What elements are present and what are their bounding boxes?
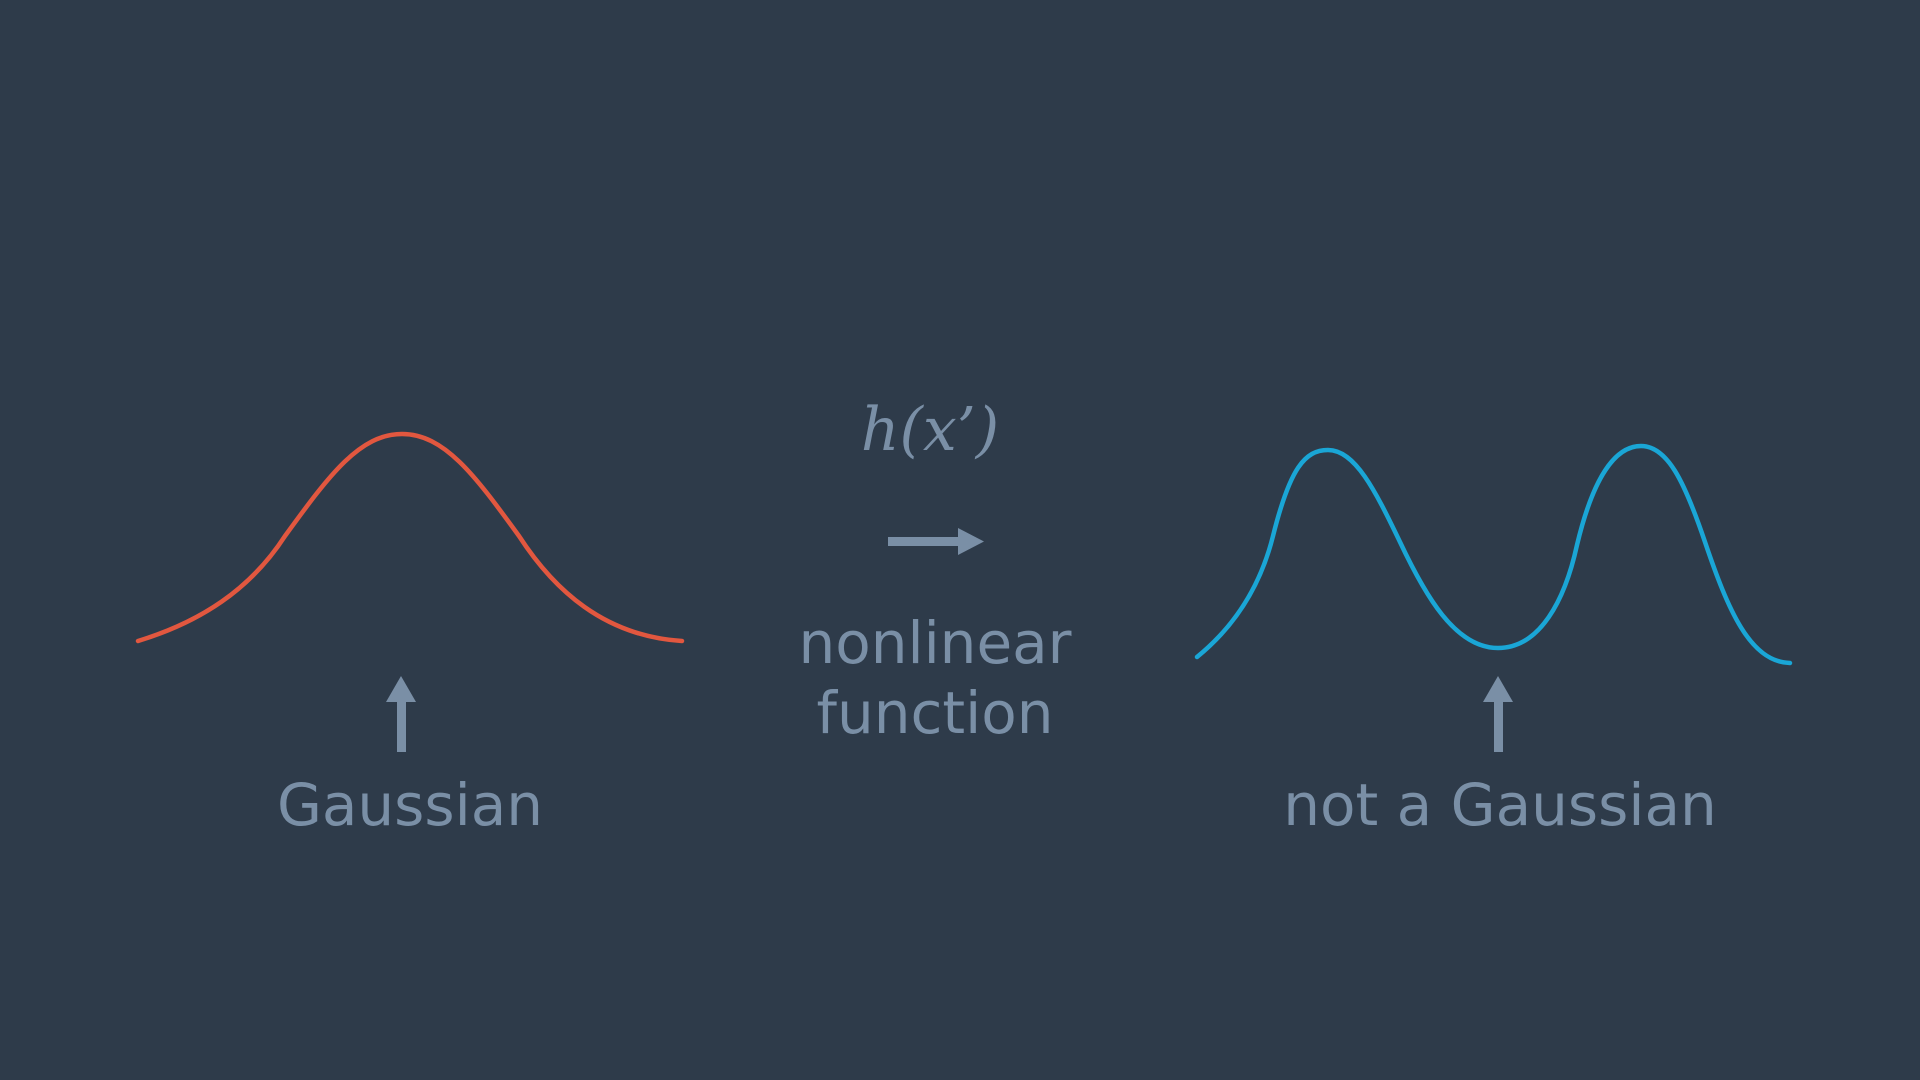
not-gaussian-caption: not a Gaussian xyxy=(1283,771,1717,839)
function-label-line2: function xyxy=(816,679,1054,747)
function-label-line1: nonlinear xyxy=(798,609,1072,677)
right-arrow-icon xyxy=(888,528,984,555)
gaussian-caption: Gaussian xyxy=(276,771,544,839)
up-arrow-icon xyxy=(1483,676,1513,752)
bimodal-curve xyxy=(1194,443,1793,666)
function-description: nonlinear function xyxy=(735,608,1135,748)
function-formula: h(x’) xyxy=(860,395,1000,465)
gaussian-curve xyxy=(135,431,685,644)
up-arrow-icon xyxy=(386,676,416,752)
